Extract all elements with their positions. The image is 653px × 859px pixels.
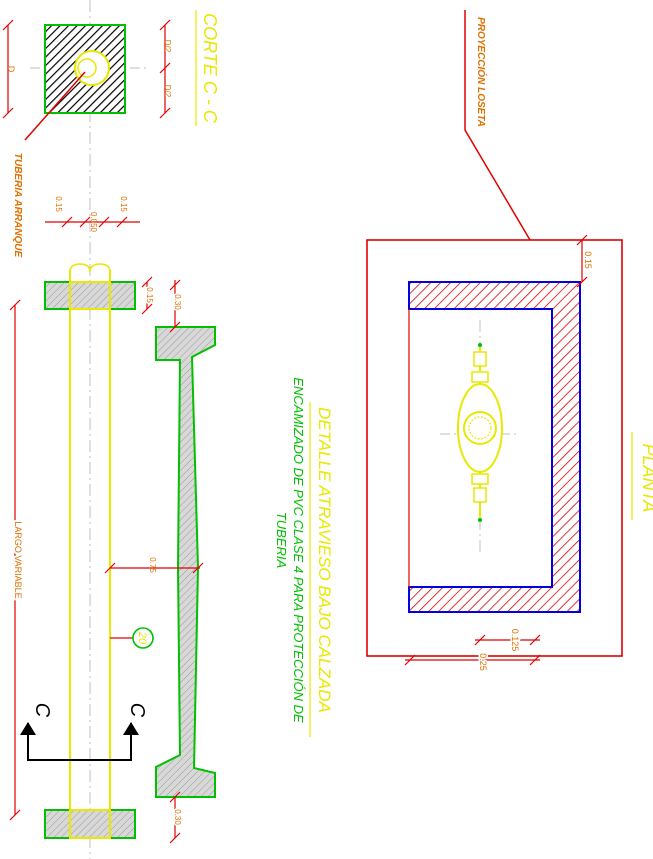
dim-c: 0.15 bbox=[119, 196, 128, 212]
dim-d2-bottom: D/2 bbox=[163, 85, 172, 98]
plan-title: PLANTA bbox=[639, 444, 653, 513]
dim-mid: 0.75 bbox=[148, 557, 157, 573]
ref-circle bbox=[132, 627, 154, 649]
plan-view: PROYECCIÓN LOSETA 0.15 bbox=[366, 10, 653, 672]
dim-top-a: 0.30 bbox=[173, 294, 182, 310]
section-cc: D D/2 D/2 CORTE C - C TUBERIA ARRANQUE 0… bbox=[2, 0, 220, 859]
projection-label: PROYECCIÓN LOSETA bbox=[475, 17, 488, 127]
cut-line bbox=[27, 723, 132, 761]
dim-d-label: D bbox=[6, 66, 16, 73]
pipe-circle bbox=[77, 58, 97, 78]
cut-label-left: C bbox=[31, 703, 53, 718]
end-block-top bbox=[44, 281, 136, 310]
plan-dim-inner: 0.125 bbox=[510, 629, 520, 652]
dim-top-b: 0.15 bbox=[145, 287, 154, 303]
section-title: CORTE C - C bbox=[200, 13, 220, 124]
dim-d2-top: D/2 bbox=[163, 40, 172, 53]
detail-long: LARGO VARIABLE 0.15 0.30 0.75 0.30 20 C … bbox=[9, 263, 334, 844]
projection-leader bbox=[464, 10, 531, 241]
valve-symbol bbox=[457, 343, 503, 522]
cut-label-right: C bbox=[126, 703, 148, 718]
ref-circle-label: 20 bbox=[136, 631, 148, 645]
detail-title: DETALLE ATRAVIESO BAJO CALZADA bbox=[315, 407, 334, 713]
plan-dim-outer: 0.25 bbox=[478, 653, 488, 671]
end-block-bottom bbox=[44, 809, 136, 839]
dim-length-label: LARGO VARIABLE bbox=[13, 521, 23, 598]
road-slab bbox=[155, 326, 216, 798]
plan-outer-slab bbox=[366, 239, 623, 657]
detail-subtitle-1: ENCAMIZADO DE PVC CLASE 4 PARA PROTECCIÓ… bbox=[291, 377, 306, 723]
pipe-leader bbox=[24, 71, 86, 141]
dim-b: 0.050 bbox=[89, 212, 98, 233]
plan-dim-top: 0.15 bbox=[583, 251, 593, 269]
dim-bottom: 0.30 bbox=[173, 809, 182, 825]
detail-subtitle-2: TUBERIA bbox=[274, 512, 289, 568]
pipe-label: TUBERIA ARRANQUE bbox=[12, 153, 23, 258]
dim-a: 0.15 bbox=[54, 196, 63, 212]
